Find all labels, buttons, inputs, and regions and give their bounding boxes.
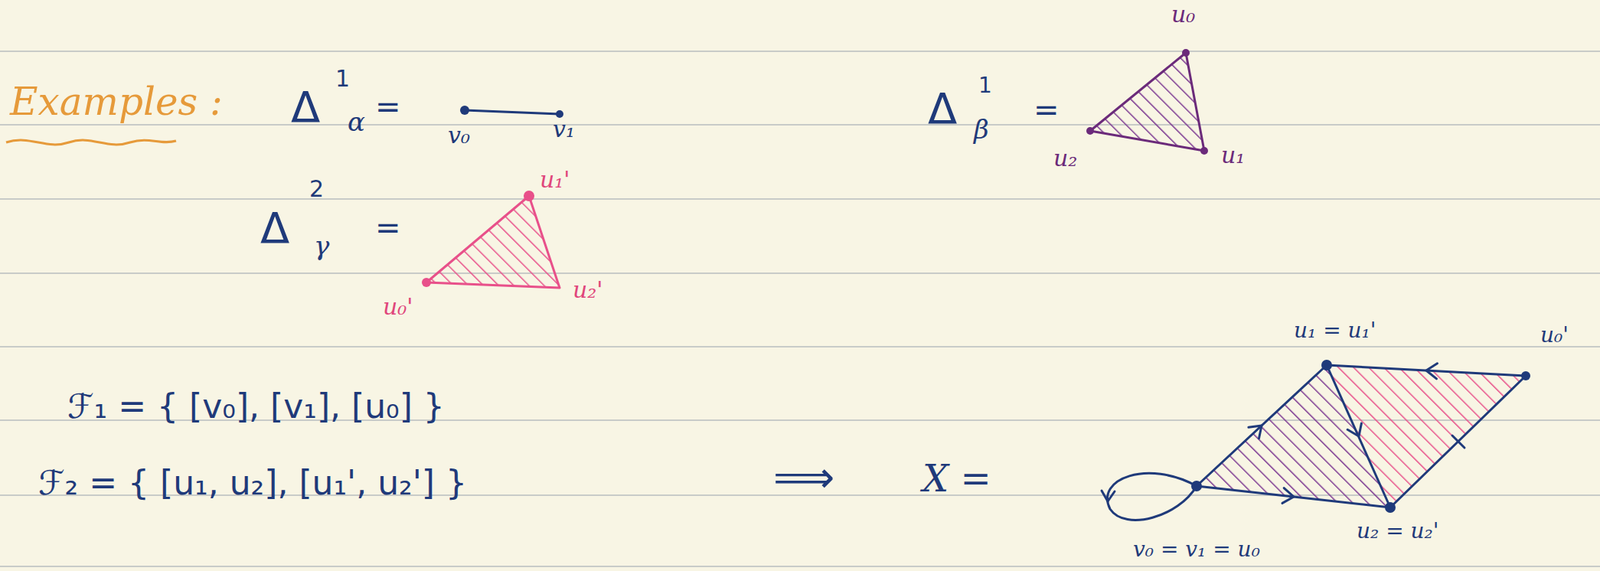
vertex-label: v₁	[552, 116, 575, 144]
simplex-index: β	[973, 114, 990, 145]
simplex-symbol: Δ	[260, 203, 290, 253]
equals-sign: =	[375, 209, 402, 245]
set-formula: ℱ₂ = { [u₁, u₂], [u₁', u₂'] }	[38, 463, 467, 503]
space-name: X =	[922, 457, 992, 500]
vertex-label: u₂ = u₂'	[1356, 519, 1439, 544]
simplex-index: α	[347, 107, 366, 138]
dimension-index: 1	[978, 73, 993, 98]
vertex-label: u₀	[1171, 1, 1196, 29]
implies-arrow: ⟹	[773, 453, 835, 503]
vertex-label: u₀'	[382, 293, 414, 321]
simplex-symbol: Δ	[927, 84, 957, 134]
simplex-symbol: Δ	[290, 82, 320, 132]
heading: Examples :	[9, 80, 223, 125]
vertex-label: u₁	[1221, 142, 1245, 170]
equals-sign: =	[1033, 91, 1060, 128]
pink-triangle	[421, 190, 560, 288]
vertex-label: u₁'	[539, 166, 571, 194]
simplex-index: γ	[313, 231, 330, 262]
vertex-label: u₂	[1053, 145, 1078, 173]
wavy-underline	[6, 140, 177, 145]
vertex-label: v₀	[447, 122, 471, 150]
segment-simplex	[460, 105, 564, 118]
equals-sign: =	[375, 88, 402, 125]
vertex-label: v₀ = v₁ = u₀	[1133, 537, 1261, 562]
vertex-label: u₁ = u₁'	[1293, 318, 1376, 343]
vertex-label: u₀'	[1540, 323, 1569, 348]
dimension-index: 2	[309, 176, 324, 203]
vertex-label: u₂'	[572, 277, 604, 304]
cw-complex	[1101, 359, 1531, 520]
purple-triangle	[1086, 48, 1209, 155]
set-formula: ℱ₁ = { [v₀], [v₁], [u₀] }	[67, 387, 445, 427]
dimension-index: 1	[335, 65, 350, 93]
ruled-lines	[0, 51, 1600, 567]
